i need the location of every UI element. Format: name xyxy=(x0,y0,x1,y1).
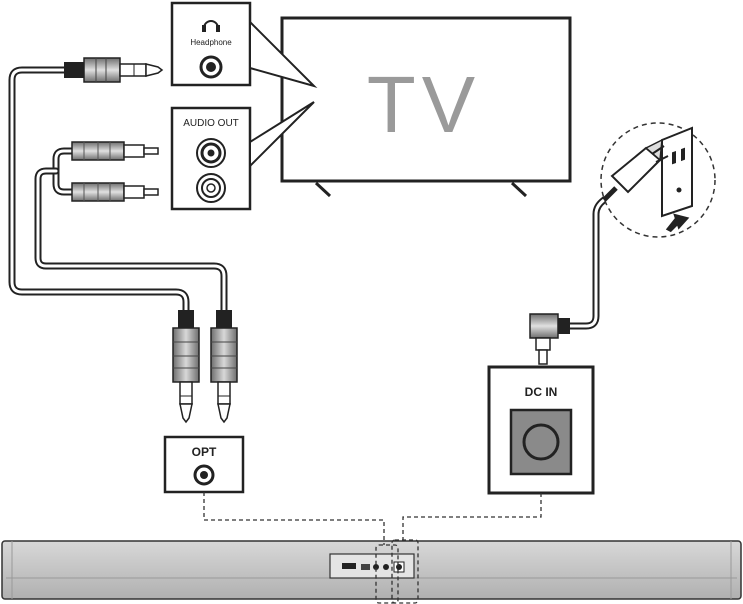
usb-port xyxy=(361,564,370,570)
dc-in-panel: DC IN xyxy=(487,365,595,495)
soundbar xyxy=(1,539,742,604)
audio-out-callout xyxy=(249,101,315,169)
headphone-callout xyxy=(249,19,318,88)
opt-label: OPT xyxy=(192,445,217,459)
headphone-label: Headphone xyxy=(190,38,232,47)
tv-screen xyxy=(280,16,572,183)
opt-leader xyxy=(203,492,385,545)
rca-plug-upper xyxy=(71,141,159,161)
headphone-icon xyxy=(202,20,220,32)
opt-panel: OPT xyxy=(163,435,245,494)
vertical-plug-right xyxy=(210,310,238,424)
aux-plug-horizontal xyxy=(64,57,164,83)
dc-in-label: DC IN xyxy=(525,385,558,399)
headphone-panel: Headphone xyxy=(170,1,318,88)
power-adapter xyxy=(602,138,669,202)
tv-stand-left xyxy=(314,181,332,198)
power-cable xyxy=(562,196,608,330)
audio-out-jack-left xyxy=(196,138,226,168)
audio-out-label: AUDIO OUT xyxy=(183,118,239,129)
vertical-plug-left xyxy=(172,310,200,424)
opt-port xyxy=(383,564,389,570)
audio-out-jack-right xyxy=(196,173,226,203)
leader-lines xyxy=(203,492,542,545)
dc-plug xyxy=(529,313,570,365)
wall-outlet-callout xyxy=(600,122,716,238)
opt-port-highlight xyxy=(375,544,399,604)
wall-outlet-plate xyxy=(661,126,693,218)
dc-in-jack xyxy=(522,423,560,461)
dc-port-highlight xyxy=(391,539,419,604)
rca-plug-lower xyxy=(71,182,159,202)
insert-arrow-icon xyxy=(665,213,690,233)
rca-cable xyxy=(34,147,228,322)
tv-label: TV xyxy=(367,60,481,149)
hdmi-port xyxy=(342,563,356,569)
tv: TV xyxy=(280,16,572,198)
tv-stand-right xyxy=(510,181,528,198)
dc-in-leader xyxy=(402,493,542,540)
aux-port xyxy=(373,564,379,570)
aux-cable xyxy=(8,66,190,322)
audio-out-panel: AUDIO OUT xyxy=(170,101,315,211)
